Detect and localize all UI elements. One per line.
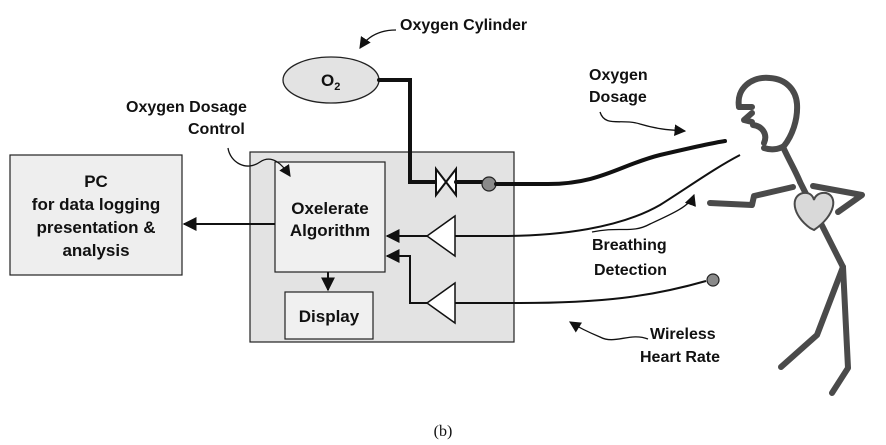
heart-rate-sensor-dot bbox=[706, 273, 720, 287]
algorithm-line-1: Oxelerate bbox=[291, 199, 369, 218]
oxygen-dosage-label-1: Oxygen bbox=[589, 67, 648, 84]
pc-line-2: for data logging bbox=[32, 195, 160, 214]
pc-line-1: PC bbox=[84, 172, 108, 191]
dosage-control-label-2: Control bbox=[188, 121, 245, 138]
dosage-control-pointer bbox=[227, 147, 291, 177]
algorithm-line-2: Algorithm bbox=[290, 221, 370, 240]
valve-icon bbox=[435, 166, 457, 198]
oxygen-cylinder-pointer bbox=[359, 29, 397, 49]
pc-box: PC for data logging presentation & analy… bbox=[9, 154, 183, 276]
pc-line-3: presentation & bbox=[36, 218, 155, 237]
cylinder-symbol: O2 bbox=[321, 71, 340, 93]
breathing-label-1: Breathing bbox=[592, 237, 667, 254]
breathing-label-2: Detection bbox=[594, 262, 667, 279]
heart-rate-label-1: Wireless bbox=[650, 326, 716, 343]
dosage-control-label-1: Oxygen Dosage bbox=[126, 99, 247, 116]
flow-sensor-dot bbox=[481, 176, 497, 192]
patient-figure bbox=[707, 74, 865, 396]
algorithm-box: Oxelerate Algorithm bbox=[274, 161, 386, 273]
figure-caption: (b) bbox=[434, 423, 453, 440]
wireless-heart-pointer bbox=[569, 321, 649, 341]
breathing-signal-line bbox=[455, 154, 741, 237]
oxygen-cylinder-label: Oxygen Cylinder bbox=[400, 17, 527, 34]
oxygen-dosage-tube bbox=[494, 139, 727, 186]
display-box: Display bbox=[284, 291, 374, 340]
heart-to-algorithm-arrow bbox=[385, 249, 427, 304]
breathing-amplifier-icon bbox=[425, 214, 456, 258]
pc-line-4: analysis bbox=[62, 241, 129, 260]
breathing-detection-pointer bbox=[591, 193, 696, 233]
oxygen-cylinder: O2 bbox=[282, 56, 380, 104]
oxygen-supply-tube bbox=[377, 78, 438, 184]
oxygen-dosage-pointer bbox=[599, 111, 687, 137]
display-label: Display bbox=[299, 307, 360, 326]
heart-rate-signal-line bbox=[455, 280, 707, 304]
heart-icon bbox=[793, 191, 835, 232]
heart-rate-label-2: Heart Rate bbox=[640, 349, 720, 366]
oxygen-dosage-label-2: Dosage bbox=[589, 89, 647, 106]
